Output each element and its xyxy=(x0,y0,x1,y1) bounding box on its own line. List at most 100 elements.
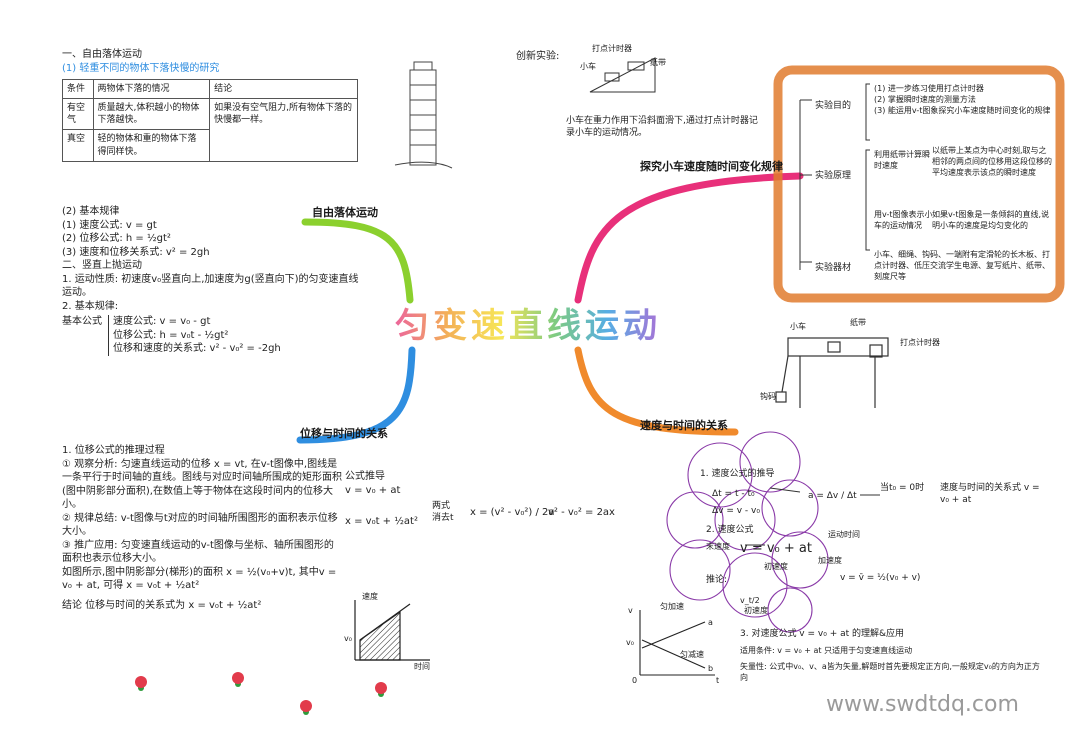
formula-final: v² - v₀² = 2ax xyxy=(548,507,615,518)
basic-laws: (2) 基本规律 (1) 速度公式: v = gt (2) 位移公式: h = … xyxy=(62,205,362,356)
graph-label-v: 速度 xyxy=(362,592,378,601)
initial-speed-label: 初速度 xyxy=(764,562,788,571)
graph-dec: 匀减速 xyxy=(680,650,704,659)
formula-derivation: 公式推导 v = v₀ + at x = v₀t + ½at² xyxy=(345,470,625,529)
graph-acc: 匀加速 xyxy=(660,602,684,611)
graph-v: v xyxy=(628,606,633,615)
flower-icon xyxy=(232,672,244,684)
speed-derivation-title: 1. 速度公式的推导 xyxy=(700,469,775,479)
center-title: 匀变速直线运动 xyxy=(395,298,661,347)
velocity-relation: 速度与时间的关系式 v = v₀ + at xyxy=(940,483,1040,506)
principle-a-text: 以纸带上某点为中心时刻,取与之相邻的两点间的位移用这段位移的平均速度表示该点的瞬… xyxy=(932,146,1052,177)
branch-label-vel-time: 速度与时间的关系 xyxy=(640,419,728,432)
up-formula-list: 速度公式: v = v₀ - gt 位移公式: h = v₀t - ½gt² 位… xyxy=(108,315,281,356)
up-item: 1. 运动性质: 初速度v₀竖直向上,加速度为g(竖直向下)的匀变速直线运动。 xyxy=(62,273,359,299)
branch-explore xyxy=(574,172,804,304)
timer-label: 打点计时器 xyxy=(592,44,632,53)
displacement-derivation: 1. 位移公式的推理过程 ① 观察分析: 匀速直线运动的位移 x = vt, 在… xyxy=(62,444,342,612)
incline-sketch xyxy=(589,57,656,93)
table-header: 条件 xyxy=(62,78,94,100)
branch-label-free-fall: 自由落体运动 xyxy=(312,206,378,219)
up-item: 2. 基本规律: xyxy=(62,300,119,312)
formula-title: 公式推导 xyxy=(345,471,385,482)
table-cell: 轻的物体和重的物体下落得同样快。 xyxy=(92,129,211,162)
speed-bubbles xyxy=(666,431,829,633)
table-header: 结论 xyxy=(209,78,358,100)
law-item: (2) 位移公式: h = ½gt² xyxy=(62,233,171,244)
accel-label: 加速度 xyxy=(818,556,842,565)
tower-sketch xyxy=(394,61,453,169)
vector-note: 矢量性: 公式中v₀、v、a皆为矢量,解题时首先要规定正方向,一般规定v₀的方向… xyxy=(740,662,1040,682)
up-formulas: 基本公式 速度公式: v = v₀ - gt 位移公式: h = v₀t - ½… xyxy=(62,315,362,356)
purpose-item: (1) 进一步练习使用打点计时器 xyxy=(874,84,984,93)
cart-label: 小车 xyxy=(580,62,596,71)
dv-formula: Δv = v - v₀ xyxy=(712,506,760,516)
graph-b: b xyxy=(708,664,714,673)
derivation-title: 1. 位移公式的推理过程 xyxy=(62,445,165,456)
equipment-label: 实验器材 xyxy=(815,263,852,273)
flower-icon xyxy=(375,682,387,694)
a-definition: a = Δv / Δt xyxy=(808,491,857,501)
free-fall-section: 一、自由落体运动 (1) 轻重不同的物体下落快慢的研究 条件 两物体下落的情况 … xyxy=(62,48,362,162)
up-basic-label: 基本公式 xyxy=(62,316,102,327)
formula-elim-a: 两式 xyxy=(432,501,451,511)
purpose-list: (1) 进一步练习使用打点计时器 (2) 掌握瞬时速度的测量方法 (3) 能运用… xyxy=(874,84,1054,116)
v-mid: v = v̄ = ½(v₀ + v) xyxy=(840,573,921,583)
graph-a: a xyxy=(708,618,713,627)
graph-label-v0: v₀ xyxy=(344,634,352,643)
formula-x: x = v₀t + ½at² xyxy=(345,516,418,527)
speed-formula: v = v₀ + at xyxy=(740,541,812,556)
demo-desc: 小车在重力作用下沿斜面滑下,通过打点计时器记录小车的运动情况。 xyxy=(566,116,758,139)
apparatus-hook: 钩码 xyxy=(760,392,776,401)
frame-bracket xyxy=(799,99,812,270)
table-header: 两物体下落的情况 xyxy=(92,78,211,100)
table-cell: 真空 xyxy=(62,129,94,162)
demo-title: 创新实验: xyxy=(516,51,560,62)
derivation-step: ① 观察分析: 匀速直线运动的位移 x = vt, 在v-t图像中,图线是一条平… xyxy=(62,458,342,511)
speed-apply-title: 3. 对速度公式 v = v₀ + at 的理解&应用 xyxy=(740,629,905,639)
up-title: 二、竖直上抛运动 xyxy=(62,260,142,271)
apparatus-timer: 打点计时器 xyxy=(900,338,940,347)
formula-v: v = v₀ + at xyxy=(345,484,401,496)
vt-graph-right xyxy=(639,610,715,676)
purpose-brace xyxy=(865,83,870,141)
section-heading: 一、自由落体运动 xyxy=(62,49,142,60)
vt-graph-left xyxy=(354,600,430,661)
tape-label: 纸带 xyxy=(650,58,666,67)
branch-label-disp-time: 位移与时间的关系 xyxy=(300,427,388,440)
branch-label-explore: 探究小车速度随时间变化规律 xyxy=(640,160,783,173)
v-half: 初速度 xyxy=(744,606,768,615)
subheading: (1) 轻重不同的物体下落快慢的研究 xyxy=(62,62,220,74)
free-fall-table: 条件 两物体下落的情况 结论 有空气 质量越大,体积越小的物体下落越快。 如果没… xyxy=(62,78,358,162)
graph-v0: v₀ xyxy=(626,638,634,647)
apparatus-cart: 小车 xyxy=(790,322,806,331)
purpose-label: 实验目的 xyxy=(815,101,852,111)
purpose-item: (2) 掌握瞬时速度的测量方法 xyxy=(874,94,976,104)
branch-free-fall xyxy=(301,218,414,304)
formula-result: x = (v² - v₀²) / 2a xyxy=(470,507,555,518)
dt-formula: Δt = t - t₀ xyxy=(712,489,755,499)
graph-t: t xyxy=(716,676,720,685)
purpose-item: (3) 能运用v-t图象探究小车速度随时间变化的规律 xyxy=(874,105,1051,115)
principle-brace xyxy=(865,149,870,251)
t0-condition: 当t₀ = 0时 xyxy=(880,483,925,493)
flower-icon xyxy=(300,700,312,712)
apparatus-tape: 纸带 xyxy=(850,318,866,327)
formula-elim-b: 消去t xyxy=(432,513,454,523)
table-cell: 如果没有空气阻力,所有物体下落的快慢都一样。 xyxy=(209,98,358,162)
equipment-text: 小车、细绳、钩码、一端附有定滑轮的长木板、打点计时器、低压交流学生电源、复写纸片… xyxy=(874,250,1050,281)
law-item: (3) 速度和位移关系式: v² = 2gh xyxy=(62,246,210,258)
flower-icon xyxy=(135,676,147,688)
law-title: (2) 基本规律 xyxy=(62,206,120,217)
graph-o: 0 xyxy=(632,676,638,685)
apply-condition: 适用条件: v = v₀ + at 只适用于匀变速直线运动 xyxy=(740,646,913,655)
principle-a: 利用纸带计算瞬时速度 xyxy=(874,150,930,170)
derivation-step: ③ 推广应用: 匀变速直线运动的v-t图像与坐标、轴所围图形的面积也表示位移大小… xyxy=(62,539,334,565)
speed-arrows xyxy=(745,487,880,546)
infer-label: 推论: xyxy=(706,575,728,585)
experiment-frame xyxy=(773,65,1065,303)
apparatus-sketch xyxy=(775,337,889,408)
graph-label-t: 时间 xyxy=(414,662,430,671)
table-cell: 有空气 xyxy=(62,98,94,131)
